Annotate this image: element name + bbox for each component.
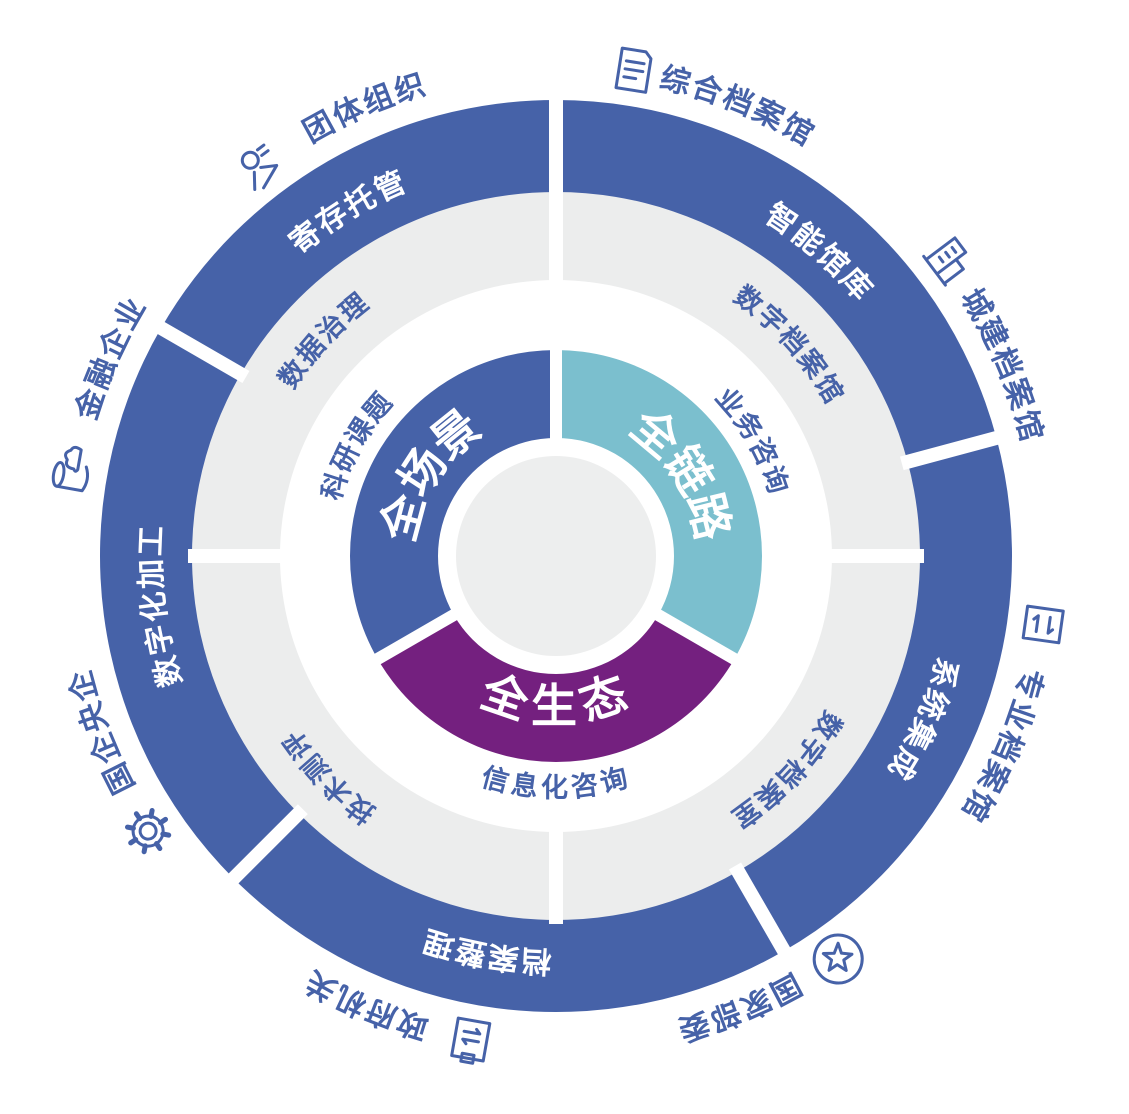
inner-segment-3[interactable] xyxy=(377,615,735,763)
ring-divider xyxy=(728,862,794,960)
outer-segment-1[interactable] xyxy=(161,100,557,374)
document-icon xyxy=(614,46,653,94)
building-icon xyxy=(922,236,968,287)
consulting-label-text: 信息化咨询 xyxy=(478,761,631,803)
outer-segment-5[interactable] xyxy=(100,328,299,879)
ring-divider xyxy=(648,605,743,668)
outer-segment-2[interactable] xyxy=(556,100,997,462)
inner-segment-2[interactable] xyxy=(556,350,763,659)
gear-icon xyxy=(124,808,172,855)
database-cloud-icon xyxy=(51,445,90,493)
consulting-label: 信息化咨询 xyxy=(478,761,634,803)
ring-divider xyxy=(152,318,250,384)
inner-segment-1[interactable] xyxy=(349,350,556,659)
ring-divider xyxy=(899,429,1005,471)
outer-segment-4[interactable] xyxy=(233,813,784,1012)
ring-divider xyxy=(224,804,308,888)
ring-divider xyxy=(369,605,464,668)
center-circle xyxy=(456,456,656,656)
star-badge-icon xyxy=(812,933,864,985)
clipboard-icon xyxy=(450,1016,492,1065)
outer-segment-3[interactable] xyxy=(738,437,1012,951)
user-icon xyxy=(240,143,279,191)
transfer-box-icon xyxy=(1021,604,1065,645)
